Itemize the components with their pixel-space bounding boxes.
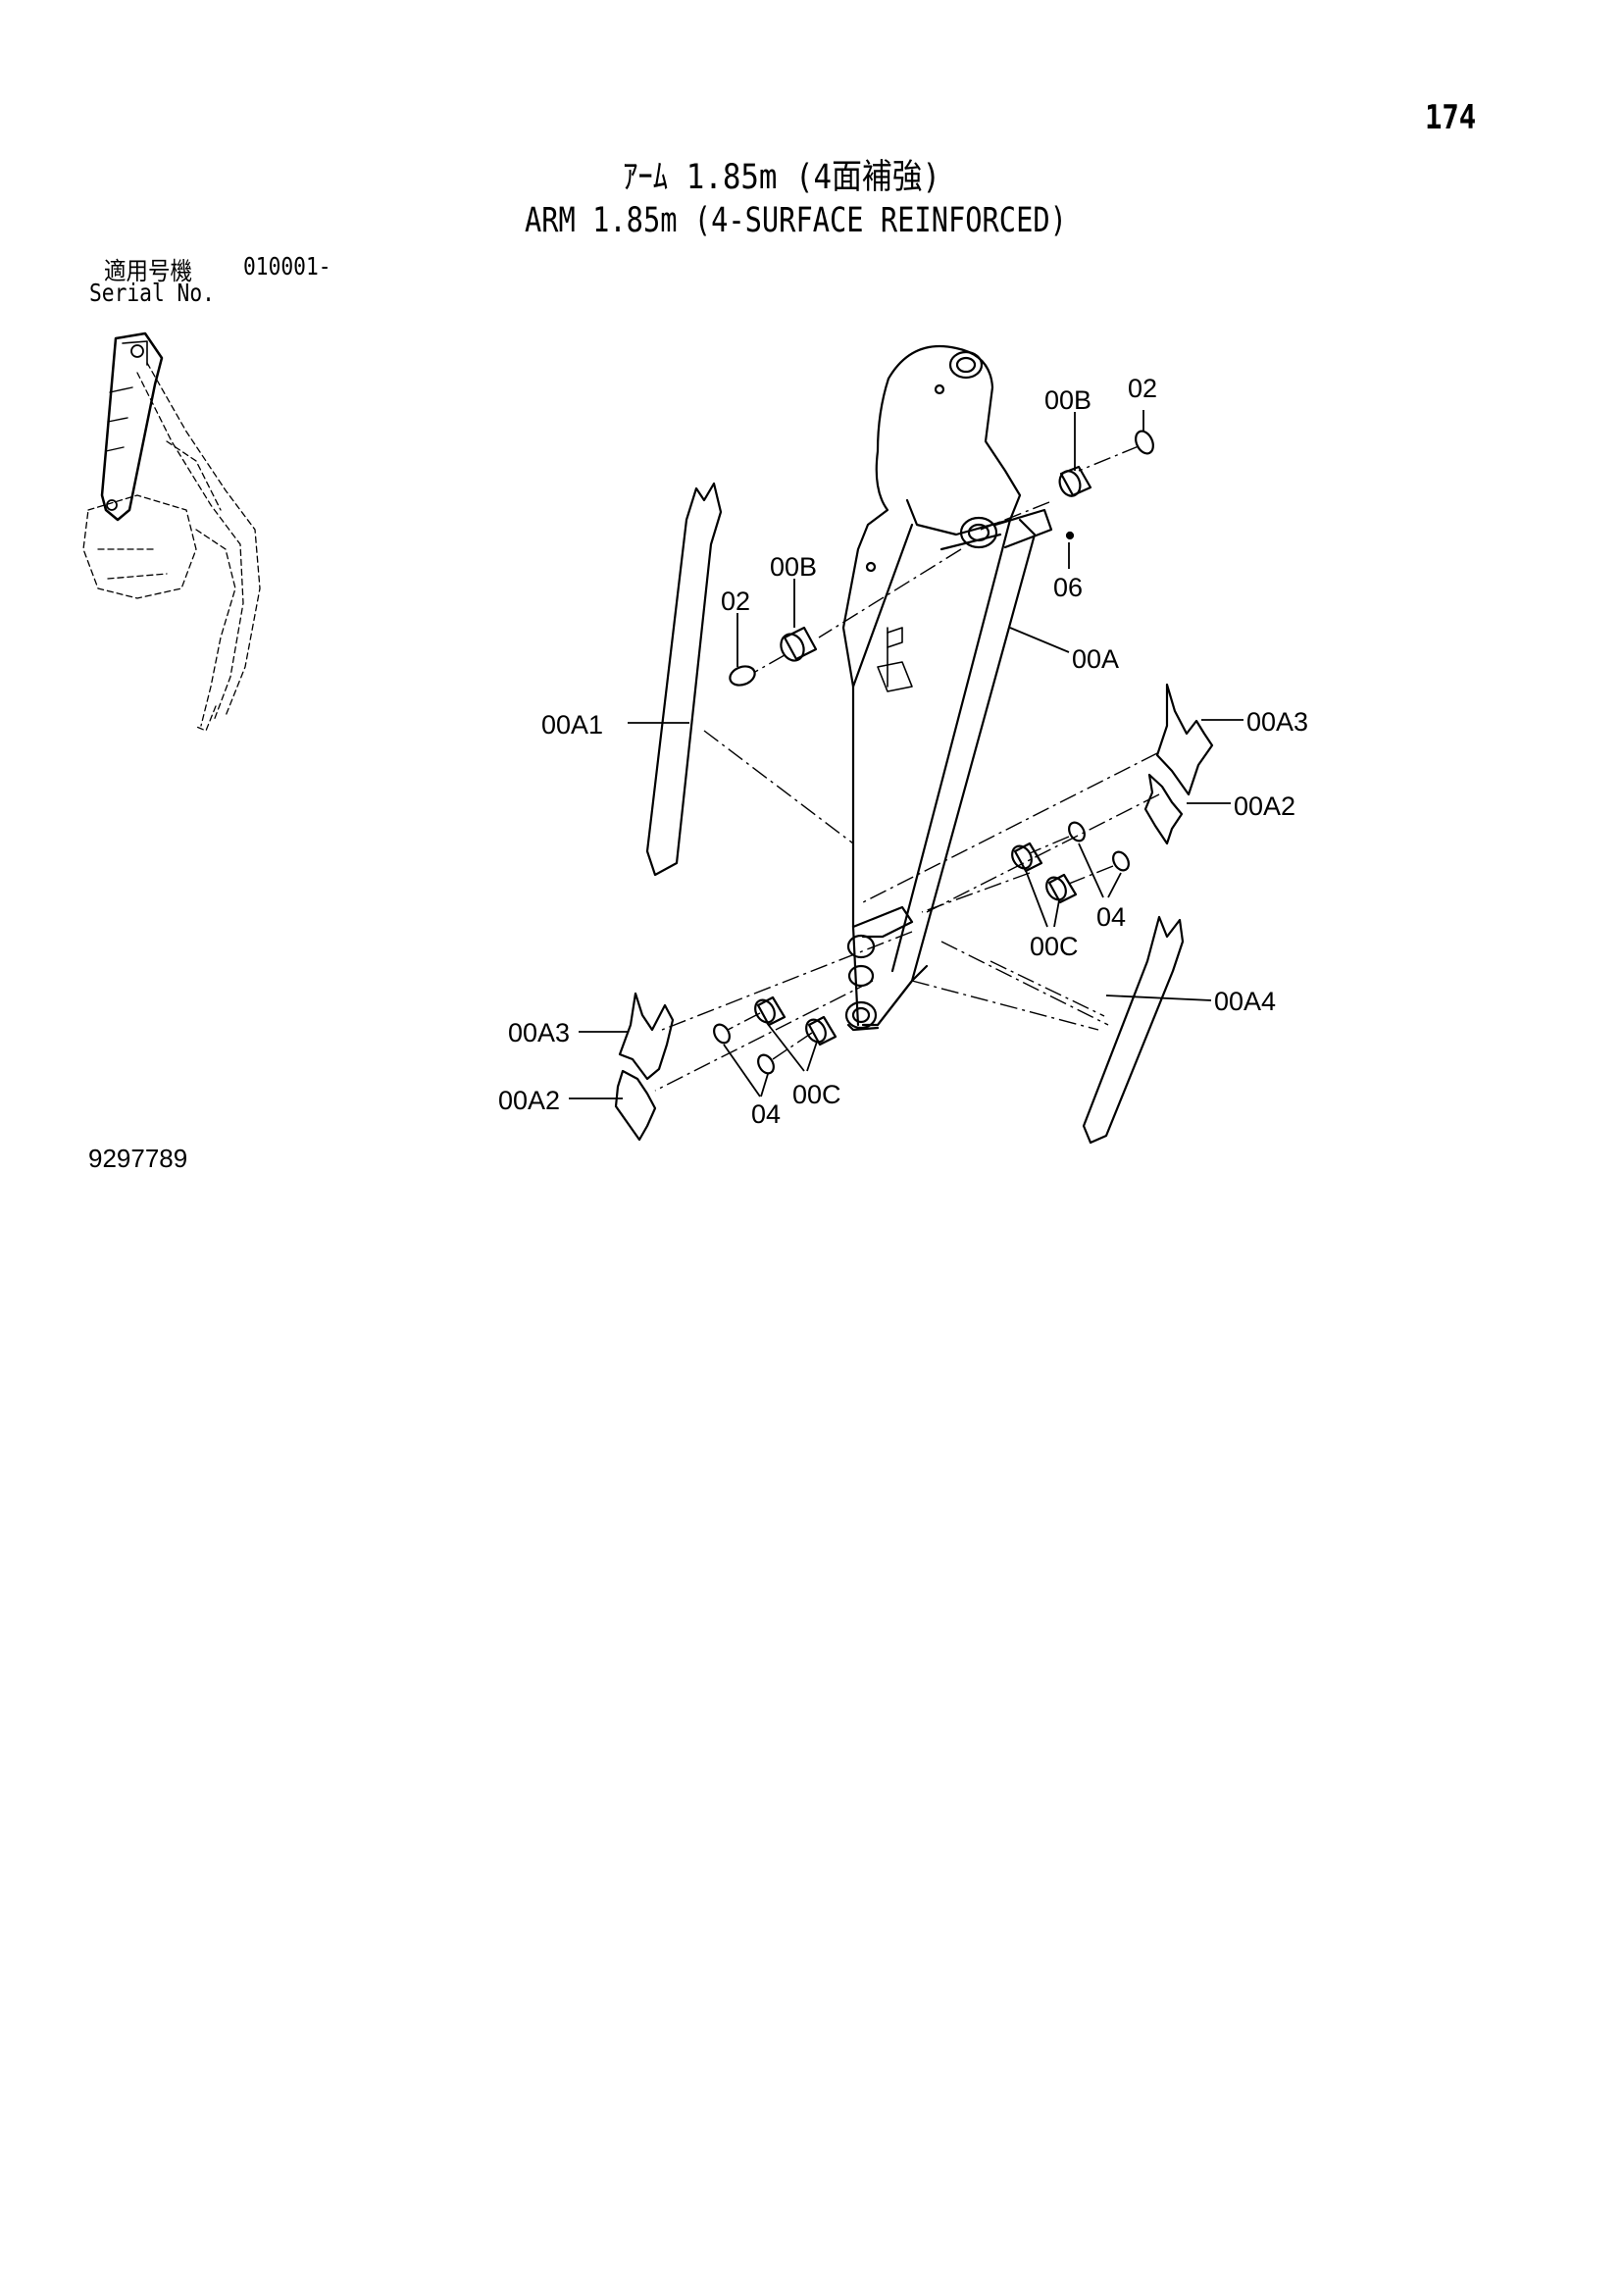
- callout-02-top: 02: [1128, 374, 1157, 403]
- serial-label-japanese: 適用号機: [104, 257, 193, 285]
- drawing-number: 9297789: [88, 1144, 188, 1173]
- callout-02-left: 02: [721, 587, 750, 616]
- bushing-00C-left-bottom: [805, 1015, 837, 1046]
- callout-00A3-left: 00A3: [508, 1018, 570, 1047]
- callout-labels: 00B 02 06 00B 02 00A 00A1 00A3 00A2 04 0…: [498, 374, 1308, 1129]
- title-english: ARM 1.85m (4-SURFACE REINFORCED): [525, 201, 1067, 240]
- grease-nipple-06: [1065, 531, 1075, 540]
- seal-04-right-top: [1068, 821, 1086, 842]
- callout-00A: 00A: [1072, 644, 1119, 674]
- callout-04-right: 04: [1096, 902, 1126, 932]
- plate-00A1: [645, 482, 723, 877]
- serial-range: 010001-: [243, 252, 331, 281]
- serial-label-english: Serial No.: [89, 279, 215, 307]
- plate-00A3-left: [618, 992, 675, 1081]
- assembly-centerlines: [654, 445, 1160, 1092]
- leader-lines: [569, 410, 1243, 1099]
- title-japanese: ｱｰﾑ 1.85m (4面補強): [623, 158, 941, 197]
- callout-00A1: 00A1: [541, 710, 603, 740]
- callout-00C-left: 00C: [792, 1080, 841, 1109]
- seal-02-left: [729, 665, 756, 687]
- callout-04-left: 04: [751, 1099, 781, 1129]
- callout-00A4: 00A4: [1214, 987, 1276, 1016]
- arm-body-00A: [841, 344, 1053, 1032]
- bushing-00C-right-bottom: [1045, 873, 1078, 904]
- callout-00B-top: 00B: [1044, 385, 1091, 415]
- machine-thumbnail-illustration: [82, 332, 261, 732]
- page-number: 174: [1425, 98, 1477, 137]
- bushing-00B-left: [780, 626, 818, 662]
- callout-00A2-left: 00A2: [498, 1086, 560, 1115]
- plate-00A2-right: [1143, 773, 1184, 845]
- callout-00B-left: 00B: [770, 552, 817, 582]
- callout-00A3-right: 00A3: [1246, 707, 1308, 737]
- seal-02-right: [1135, 430, 1154, 455]
- callout-00C-right: 00C: [1030, 932, 1079, 961]
- seal-04-left-bottom: [757, 1053, 775, 1075]
- bushing-00C-left-top: [754, 995, 787, 1027]
- callout-06: 06: [1053, 573, 1083, 602]
- plate-00A3-right: [1155, 683, 1214, 796]
- plate-00A2-left: [614, 1069, 657, 1142]
- bushing-00B-right: [1058, 465, 1092, 497]
- seal-04-left-top: [713, 1023, 731, 1045]
- plate-00A4: [1082, 915, 1185, 1145]
- seal-04-right-mid: [1112, 850, 1130, 872]
- callout-00A2-right: 00A2: [1234, 791, 1295, 821]
